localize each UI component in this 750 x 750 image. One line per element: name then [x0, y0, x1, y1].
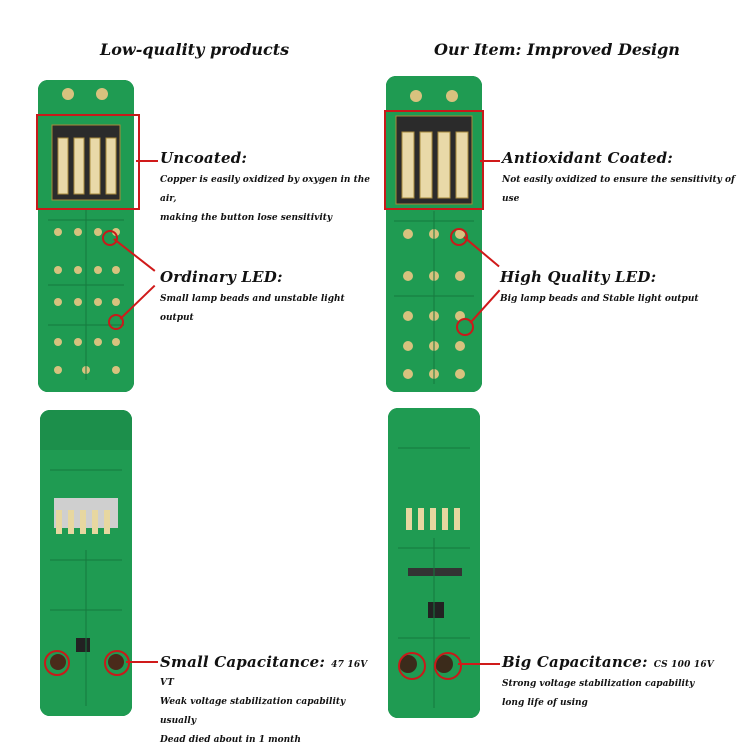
label-antioxidant-desc-line1: Not easily oxidized to ensure the sensit… — [502, 175, 735, 204]
label-big-cap-spec: CS 100 16V — [653, 660, 714, 670]
label-ordinary-led-desc: Small lamp beads and unstable light outp… — [160, 290, 375, 328]
label-ordinary-led-title: Ordinary LED: — [160, 268, 283, 286]
label-small-cap-title-text: Small Capacitance: — [160, 653, 326, 671]
label-antioxidant: Antioxidant Coated: Not easily oxidized … — [502, 149, 742, 209]
highlight-ring-led-right-2 — [456, 318, 474, 336]
label-big-cap-desc: Strong voltage stabilization capability … — [502, 675, 742, 713]
highlight-ring-led-left-2 — [108, 314, 124, 330]
label-big-cap-title: Big Capacitance: CS 100 16V — [502, 653, 742, 671]
highlight-box-uncoated-buttons — [36, 114, 140, 210]
leader-uncoated — [136, 160, 158, 162]
leader-big-cap — [458, 663, 500, 665]
label-antioxidant-title: Antioxidant Coated: — [502, 149, 674, 167]
label-ordinary-led-desc-line1: Small lamp beads and unstable light outp… — [160, 294, 345, 323]
highlight-ring-cap-right-1 — [398, 652, 426, 680]
label-ordinary-led: Ordinary LED: Small lamp beads and unsta… — [160, 268, 375, 328]
highlight-box-coated-buttons — [384, 110, 484, 210]
label-small-cap-desc: Weak voltage stabilization capability us… — [160, 693, 380, 750]
label-hq-led-title: High Quality LED: — [500, 268, 657, 286]
highlight-ring-cap-left-1 — [44, 650, 70, 676]
label-uncoated-desc-line1: Copper is easily oxidized by oxygen in t… — [160, 175, 371, 204]
leader-small-cap — [126, 661, 158, 663]
leader-antioxidant — [480, 160, 500, 162]
highlight-ring-cap-left-2 — [104, 650, 130, 676]
label-big-capacitance: Big Capacitance: CS 100 16V Strong voltag… — [502, 653, 742, 713]
label-big-cap-title-text: Big Capacitance: — [502, 653, 648, 671]
label-hq-led-desc: Big lamp beads and Stable light output — [500, 290, 740, 309]
highlight-ring-led-left-1 — [102, 230, 118, 246]
label-small-cap-desc-line2: Dead died about in 1 month — [160, 735, 301, 745]
label-hq-led-desc-line1: Big lamp beads and Stable light output — [500, 294, 699, 304]
label-hq-led: High Quality LED: Big lamp beads and Sta… — [500, 268, 740, 309]
pcb-low-quality-top — [38, 80, 134, 392]
label-small-cap-title: Small Capacitance:47 16V VT — [160, 653, 380, 689]
highlight-ring-cap-right-2 — [434, 652, 462, 680]
label-uncoated-desc: Copper is easily oxidized by oxygen in t… — [160, 171, 375, 228]
label-big-cap-desc-line2: long life of using — [502, 698, 588, 708]
label-big-cap-desc-line1: Strong voltage stabilization capability — [502, 679, 695, 689]
left-heading: Low-quality products — [100, 40, 290, 59]
label-uncoated-desc-line2: making the button lose sensitivity — [160, 213, 333, 223]
label-uncoated-title: Uncoated: — [160, 149, 248, 167]
highlight-ring-led-right-1 — [450, 228, 468, 246]
label-small-capacitance: Small Capacitance:47 16V VT Weak voltage… — [160, 653, 380, 750]
label-small-cap-desc-line1: Weak voltage stabilization capability us… — [160, 697, 346, 726]
right-heading: Our Item: Improved Design — [434, 40, 680, 59]
label-uncoated: Uncoated: Copper is easily oxidized by o… — [160, 149, 375, 228]
label-small-cap-spec: 47 16V VT — [160, 660, 368, 688]
pcb-improved-top — [386, 76, 482, 392]
label-antioxidant-desc: Not easily oxidized to ensure the sensit… — [502, 171, 742, 209]
